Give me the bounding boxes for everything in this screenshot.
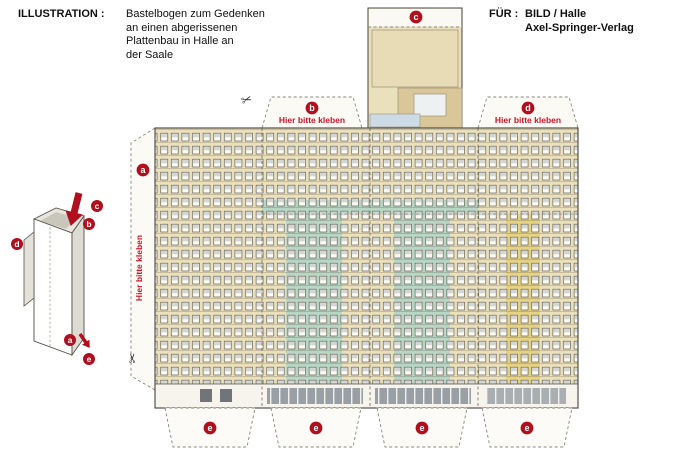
header-right: FÜR : BILD / Halle Axel-Springer-Verlag (489, 8, 634, 35)
fold-direction-arrow-large (65, 192, 83, 226)
marker-e-2: e (309, 421, 323, 435)
svg-text:c: c (95, 201, 100, 211)
svg-text:d: d (525, 103, 531, 113)
glue-label-left: Hier bitte kleben (134, 235, 144, 301)
for-label: FÜR : (489, 8, 519, 20)
marker-c: c (409, 10, 423, 24)
ground-door-1 (200, 389, 212, 402)
ground-door-2 (220, 389, 232, 402)
scissors-icon-top: ✂ (239, 92, 254, 110)
marker-diagram-a: a (64, 334, 76, 346)
marker-e-3: e (415, 421, 429, 435)
svg-text:b: b (86, 219, 91, 229)
marker-a: a (136, 163, 150, 177)
fold-direction-arrow-small (78, 332, 90, 348)
marker-d: d (521, 101, 535, 115)
illustration-description: Bastelbogen zum Gedenken an einen abgeri… (126, 8, 265, 61)
glue-label-b: Hier bitte kleben (279, 115, 345, 125)
svg-text:e: e (207, 423, 212, 433)
illustration-label: ILLUSTRATION : (18, 8, 105, 20)
marker-diagram-d: d (11, 238, 23, 250)
marker-b: b (305, 101, 319, 115)
marker-diagram-e: e (83, 353, 95, 365)
svg-text:e: e (87, 354, 92, 364)
svg-text:c: c (413, 12, 418, 22)
storefront-glazing (267, 388, 566, 404)
marker-e-4: e (520, 421, 534, 435)
svg-text:e: e (524, 423, 529, 433)
svg-text:d: d (14, 239, 19, 249)
for-publisher: Axel-Springer-Verlag (525, 21, 634, 34)
roof-piece (367, 7, 463, 129)
svg-text:e: e (419, 423, 424, 433)
marker-e-1: e (203, 421, 217, 435)
box-left-flap (23, 231, 35, 307)
box-front-face (33, 218, 73, 356)
for-client: BILD / Halle (525, 8, 587, 20)
facade-outline (154, 127, 579, 409)
marker-diagram-b: b (83, 218, 95, 230)
assembly-diagram: c b d a e (11, 192, 103, 365)
svg-text:e: e (313, 423, 318, 433)
scissors-icon-left: ✂ (126, 352, 141, 363)
bottom-flaps (164, 407, 573, 448)
marker-diagram-c: c (91, 200, 103, 212)
header-left: ILLUSTRATION : Bastelbogen zum Gedenken … (18, 8, 326, 62)
svg-text:b: b (309, 103, 315, 113)
building-facade (154, 127, 579, 409)
svg-text:a: a (140, 165, 146, 175)
window-grid (155, 128, 578, 384)
glue-label-d: Hier bitte kleben (495, 115, 561, 125)
svg-text:a: a (68, 335, 73, 345)
